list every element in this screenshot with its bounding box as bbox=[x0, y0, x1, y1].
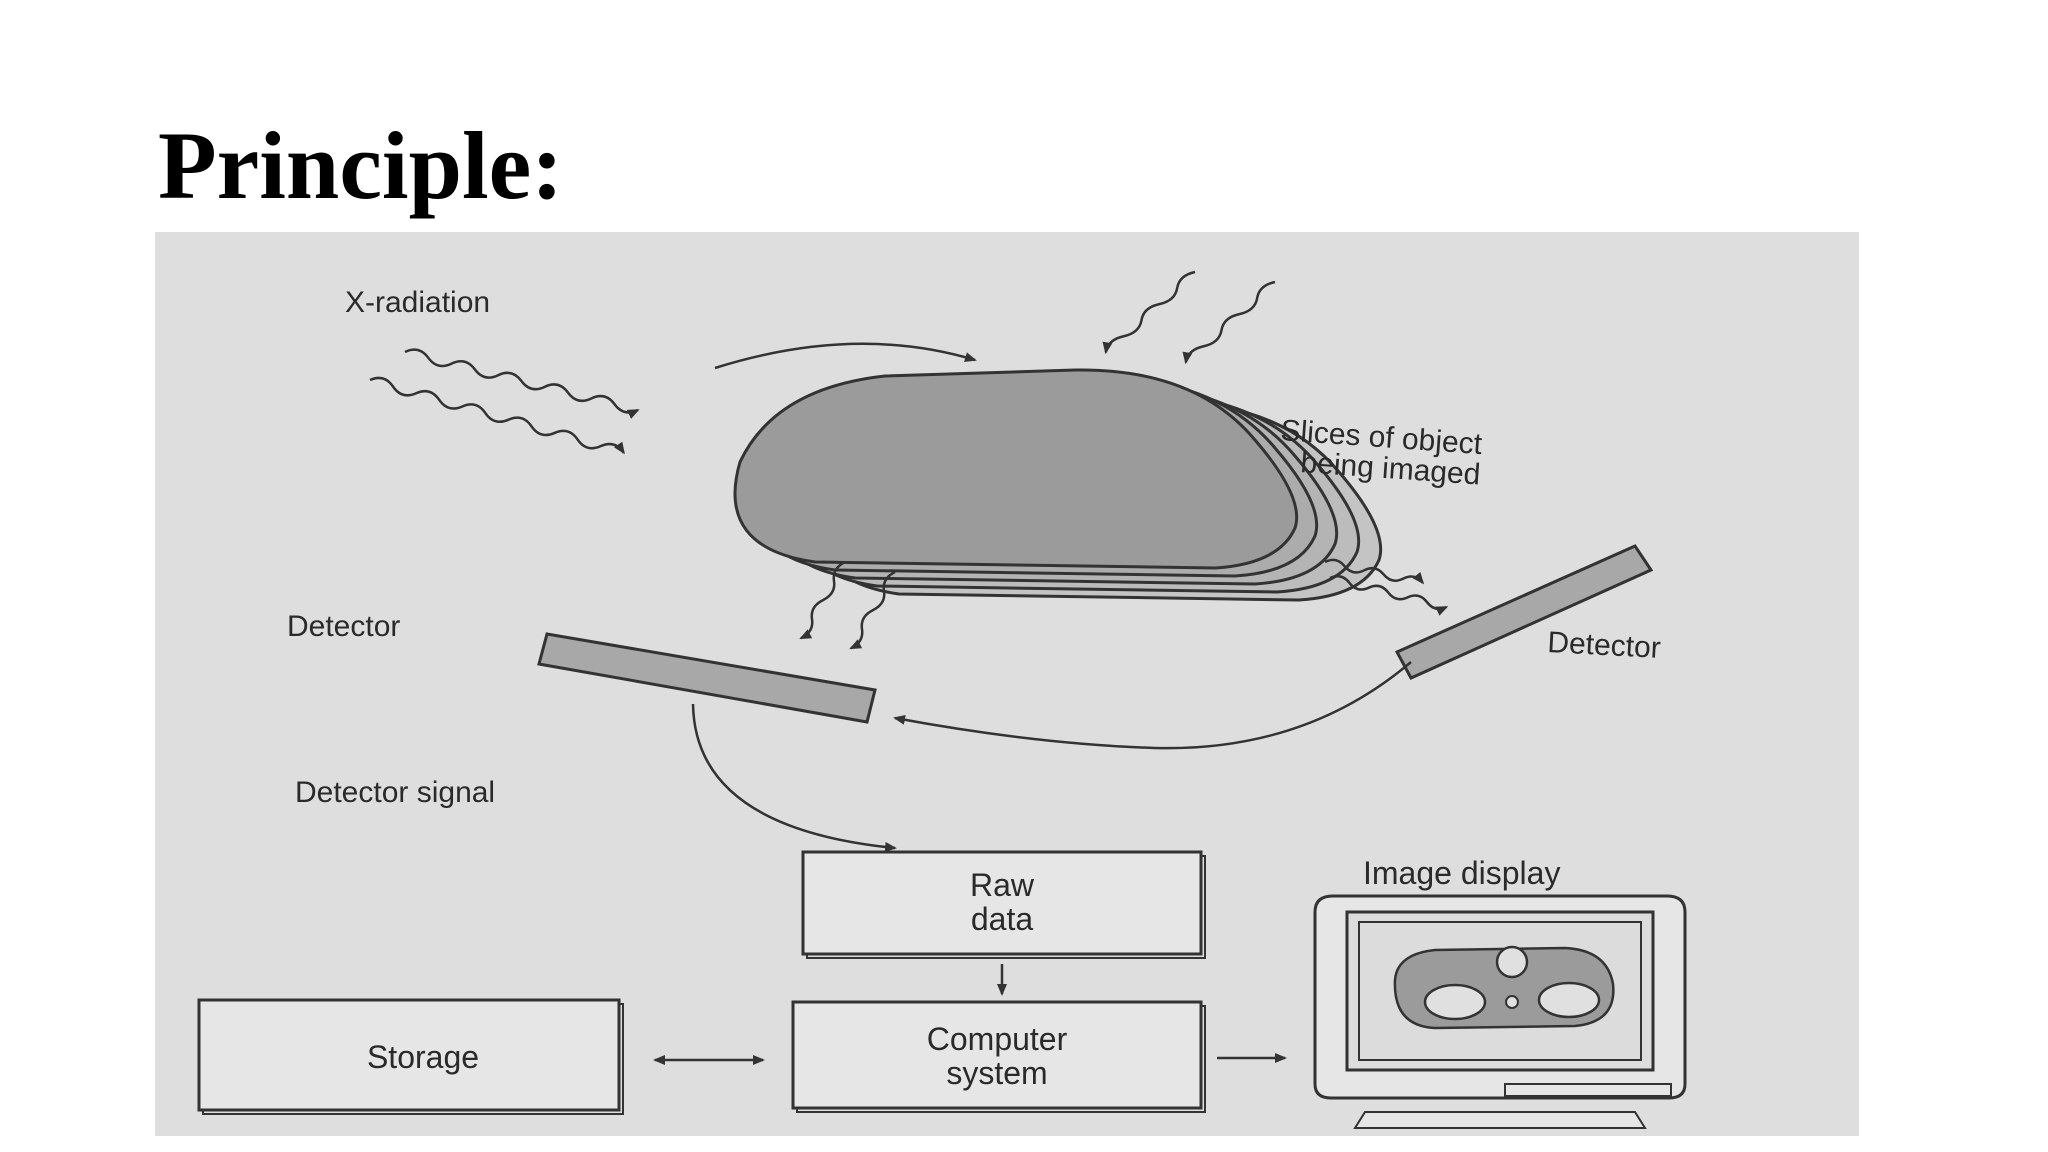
detector-label-left: Detector bbox=[287, 610, 400, 643]
x-ray-beams-left bbox=[369, 348, 640, 455]
object-slices bbox=[733, 368, 1383, 602]
storage-box bbox=[197, 998, 621, 1112]
ct-principle-diagram: X-radiation Slices of object being image… bbox=[155, 232, 1859, 1136]
image-display-monitor bbox=[1313, 894, 1687, 1129]
detector-signal-arrow bbox=[691, 703, 897, 852]
computer-system-box bbox=[791, 1000, 1203, 1110]
x-radiation-label: X-radiation bbox=[345, 286, 490, 319]
detector-right bbox=[1394, 544, 1654, 680]
transmitted-rays-left bbox=[799, 560, 896, 650]
detector-label-right: Detector bbox=[1547, 626, 1662, 665]
x-ray-beams-top bbox=[1102, 270, 1276, 365]
slide-title: Principle: bbox=[158, 112, 564, 219]
transmitted-rays-right bbox=[1324, 558, 1449, 616]
rotation-arrow-bottom bbox=[893, 661, 1412, 750]
image-display-label: Image display bbox=[1363, 855, 1560, 891]
raw-data-label-line1: Raw bbox=[970, 867, 1035, 903]
raw-data-label-line2: data bbox=[971, 901, 1033, 937]
computer-system-label-line1: Computer bbox=[927, 1021, 1068, 1057]
imaged-object bbox=[733, 368, 1299, 570]
rotation-arrow-top bbox=[714, 342, 977, 370]
detector-left bbox=[537, 632, 877, 724]
computer-system-label-line2: system bbox=[946, 1055, 1047, 1091]
storage-label: Storage bbox=[367, 1039, 479, 1075]
raw-data-box bbox=[801, 850, 1203, 956]
detector-signal-label: Detector signal bbox=[295, 776, 495, 809]
